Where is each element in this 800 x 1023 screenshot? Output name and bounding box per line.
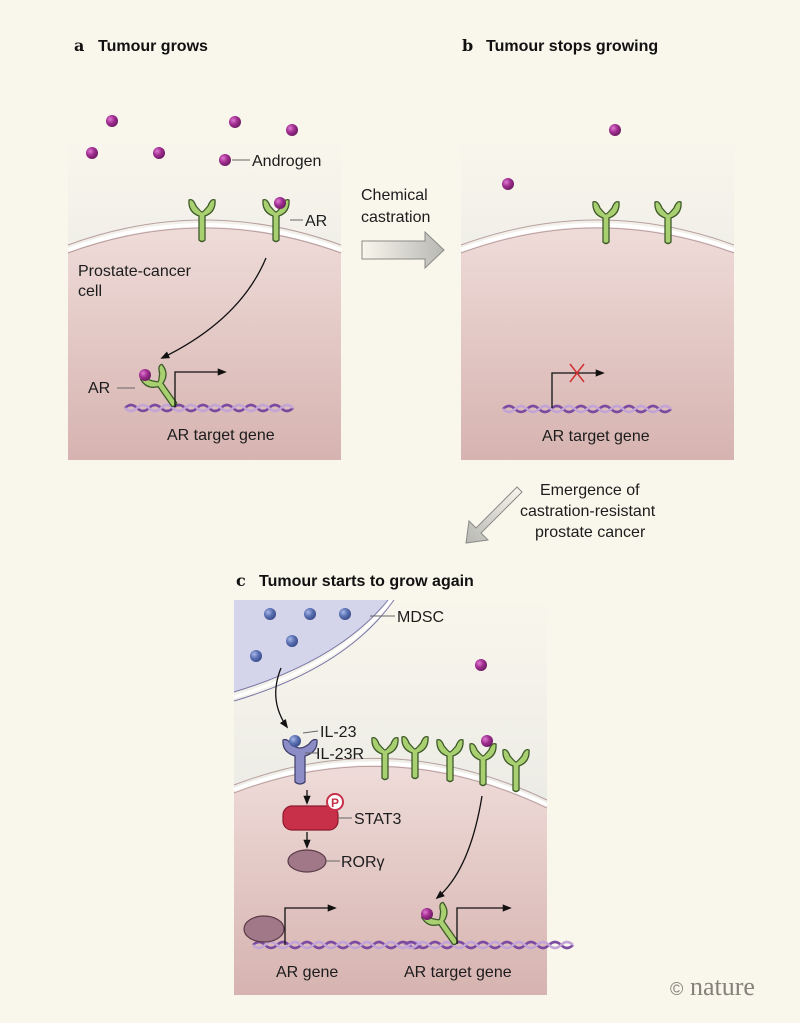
androgen-molecule [106,115,118,127]
phospho-group [326,793,344,811]
gene-label-b: AR target gene [542,428,650,445]
bound-ar-label: AR [88,380,110,397]
il23-molecule [339,608,351,620]
panel-b-cell [461,225,734,460]
cell-label-line1: Prostate-cancer [78,263,192,280]
panel-b-title: Tumour stops growing [486,38,658,55]
androgen-molecule-dna [421,908,433,920]
il23-migration-arrow [275,667,289,729]
panel-b-letter: b [462,36,473,55]
translocation-arrow [160,257,267,359]
androgen-molecule-bound [481,735,493,747]
transition-emergence: Emergence of castration-resistant prosta… [465,482,656,544]
transcription-arrow [551,369,605,408]
androgen-molecule [229,116,241,128]
androgen-molecule [219,154,231,166]
transcription-arrow [284,904,337,945]
copyright-icon: © [670,979,683,999]
androgen-molecule [286,124,298,136]
ror-gamma-protein [287,849,327,873]
mdsc-cell [234,600,388,692]
androgen-molecule [86,147,98,159]
transition-b-c-line3: prostate cancer [535,524,646,541]
panel-a-cell [68,225,341,460]
panel-c-letter: c [236,571,246,590]
phospho-label: P [331,796,339,810]
transcription-arrow [456,904,512,944]
il23-bound [289,735,301,747]
gene-label-a: AR target gene [167,427,275,444]
androgen-molecule [609,124,621,136]
arrow-down-left-icon [465,486,523,544]
panel-a-title: Tumour grows [98,38,208,55]
panel-c-title: Tumour starts to grow again [259,573,474,590]
il23-molecule [250,650,262,662]
panel-a-letter: a [74,36,84,55]
panel-a: a Tumour grows Androgen AR Prostate-canc… [67,36,342,460]
receptor-label: AR [305,213,327,230]
stat3-label: STAT3 [354,811,402,828]
arrow-right-icon [361,230,445,270]
cell-label-line2: cell [78,283,102,300]
transcription-arrow [174,368,227,407]
androgen-molecule [502,178,514,190]
transition-a-b-line2: castration [361,209,430,226]
panel-b: b Tumour stops growing AR target gene [460,36,735,460]
panel-c-cell [234,763,547,995]
il23r-label: IL-23R [316,746,364,763]
mdsc-label: MDSC [397,609,444,626]
blocked-x-icon [569,363,585,383]
ror-gamma-label: RORγ [341,854,385,871]
ror-gamma-on-dna [243,915,285,943]
transition-b-c-line1: Emergence of [540,482,640,499]
androgen-molecule [475,659,487,671]
nature-credit: © nature [670,972,755,1001]
il23-molecule [264,608,276,620]
il23-receptor [282,738,318,785]
androgen-molecule-dna [139,369,151,381]
androgen-molecule [153,147,165,159]
panel-c: c Tumour starts to grow again MDSC IL-23… [233,571,575,995]
transition-b-c-line2: castration-resistant [520,503,656,520]
transition-castration: Chemical castration [361,187,445,270]
il23-molecule [304,608,316,620]
il23-molecule [286,635,298,647]
androgen-molecule-bound [274,197,286,209]
target-gene-label-c: AR target gene [404,964,512,981]
transition-a-b-line1: Chemical [361,187,428,204]
ar-gene-label: AR gene [276,964,338,981]
androgen-label: Androgen [252,153,321,170]
translocation-arrow [435,795,483,900]
credit-text: nature [690,972,755,1001]
il23-label: IL-23 [320,724,357,741]
stat3-protein [282,805,339,831]
